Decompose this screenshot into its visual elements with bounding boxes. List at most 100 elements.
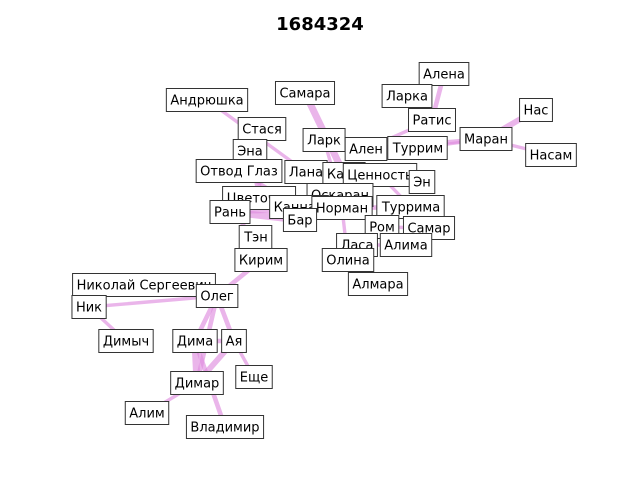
node-dima[interactable]: Дима — [172, 329, 218, 353]
node-box — [209, 200, 251, 224]
node-label: Ратис — [413, 114, 452, 129]
node-ten[interactable]: Тэн — [238, 225, 273, 249]
node-label: Стася — [242, 123, 282, 138]
node-box — [347, 272, 409, 296]
node-box — [71, 295, 107, 319]
node-box — [408, 170, 436, 194]
node-label: Лана — [289, 166, 323, 181]
node-label: Ая — [226, 335, 243, 350]
node-label: Андрюшка — [170, 94, 243, 109]
node-label: Дима — [177, 335, 213, 350]
node-nas[interactable]: Нас — [519, 98, 553, 122]
node-label: Ром — [369, 221, 395, 236]
node-lark[interactable]: Ларк — [302, 128, 346, 152]
node-alen[interactable]: Ален — [344, 137, 388, 161]
node-box — [282, 208, 318, 232]
node-maran[interactable]: Маран — [459, 127, 513, 151]
node-label: Самар — [407, 222, 450, 237]
node-box — [344, 137, 388, 161]
node-dimar[interactable]: Димар — [170, 371, 224, 395]
node-box — [172, 329, 218, 353]
node-label: Владимир — [190, 421, 259, 436]
node-label: Маран — [464, 133, 508, 148]
node-nik[interactable]: Ник — [71, 295, 107, 319]
node-label: Олег — [200, 290, 234, 305]
node-box — [221, 329, 247, 353]
node-andryushka[interactable]: Андрюшка — [165, 88, 249, 112]
edges-layer — [87, 71, 553, 430]
node-label: Алима — [384, 239, 427, 254]
node-label: Тэн — [243, 231, 268, 246]
node-box — [234, 248, 288, 272]
node-stasya[interactable]: Стася — [237, 117, 287, 141]
node-eshche[interactable]: Еще — [235, 365, 273, 389]
node-box — [387, 136, 448, 160]
node-label: Ларка — [386, 90, 428, 105]
node-dimych[interactable]: Димыч — [98, 329, 154, 353]
node-turrim[interactable]: Туррим — [387, 136, 448, 160]
node-box — [165, 88, 249, 112]
graph-title: 1684324 — [276, 14, 364, 35]
node-aya[interactable]: Ая — [221, 329, 247, 353]
node-label: Туррим — [392, 142, 443, 157]
node-label: Насам — [530, 149, 573, 164]
node-ena[interactable]: Эна — [232, 139, 268, 163]
node-label: Ник — [76, 301, 102, 316]
node-kirim[interactable]: Кирим — [234, 248, 288, 272]
node-label: Еще — [240, 371, 268, 386]
node-label: Димар — [175, 377, 220, 392]
node-otvod[interactable]: Отвод Глаз — [195, 159, 283, 183]
node-bar[interactable]: Бар — [282, 208, 318, 232]
node-box — [459, 127, 513, 151]
node-alim[interactable]: Алим — [124, 401, 170, 425]
node-almara[interactable]: Алмара — [347, 272, 409, 296]
node-nikolai[interactable]: Николай Сергеевич — [72, 273, 216, 297]
node-box — [379, 233, 433, 257]
node-label: Алим — [129, 407, 164, 422]
node-label: Эн — [413, 176, 431, 191]
node-label: Туррима — [381, 201, 440, 216]
node-box — [381, 84, 433, 108]
edge-nik-oleg — [87, 294, 219, 309]
node-label: Бар — [287, 214, 312, 229]
node-label: Отвод Глаз — [200, 165, 278, 180]
node-olina[interactable]: Олина — [321, 248, 375, 272]
node-label: Эна — [237, 145, 263, 160]
node-samara[interactable]: Самара — [274, 81, 336, 105]
node-box — [321, 248, 375, 272]
node-box — [124, 401, 170, 425]
node-box — [195, 159, 283, 183]
node-ratis[interactable]: Ратис — [408, 108, 456, 132]
node-label: Самара — [279, 87, 330, 102]
node-alena[interactable]: Алена — [418, 62, 470, 86]
node-turrima[interactable]: Туррима — [376, 195, 445, 219]
node-alima[interactable]: Алима — [379, 233, 433, 257]
node-box — [519, 98, 553, 122]
node-label: Алмара — [352, 278, 403, 293]
node-box — [98, 329, 154, 353]
node-lana[interactable]: Лана — [284, 160, 328, 184]
node-label: Нас — [524, 104, 549, 119]
node-ran[interactable]: Рань — [209, 200, 251, 224]
node-box — [195, 284, 239, 308]
node-label: Николай Сергеевич — [77, 279, 212, 294]
node-norman[interactable]: Норман — [311, 196, 373, 220]
node-label: Ларк — [307, 134, 341, 149]
node-box — [170, 371, 224, 395]
node-label: Олина — [326, 254, 369, 269]
node-larka[interactable]: Ларка — [381, 84, 433, 108]
node-nasam[interactable]: Насам — [525, 143, 577, 167]
node-cennost[interactable]: Ценность — [342, 163, 418, 187]
node-label: Димыч — [103, 335, 149, 350]
node-box — [525, 143, 577, 167]
node-box — [408, 108, 456, 132]
node-box — [235, 365, 273, 389]
node-en[interactable]: Эн — [408, 170, 436, 194]
node-label: Алена — [423, 68, 465, 83]
node-vladimir[interactable]: Владимир — [185, 415, 265, 439]
node-box — [274, 81, 336, 105]
node-oleg[interactable]: Олег — [195, 284, 239, 308]
node-label: Ценность — [347, 169, 412, 184]
